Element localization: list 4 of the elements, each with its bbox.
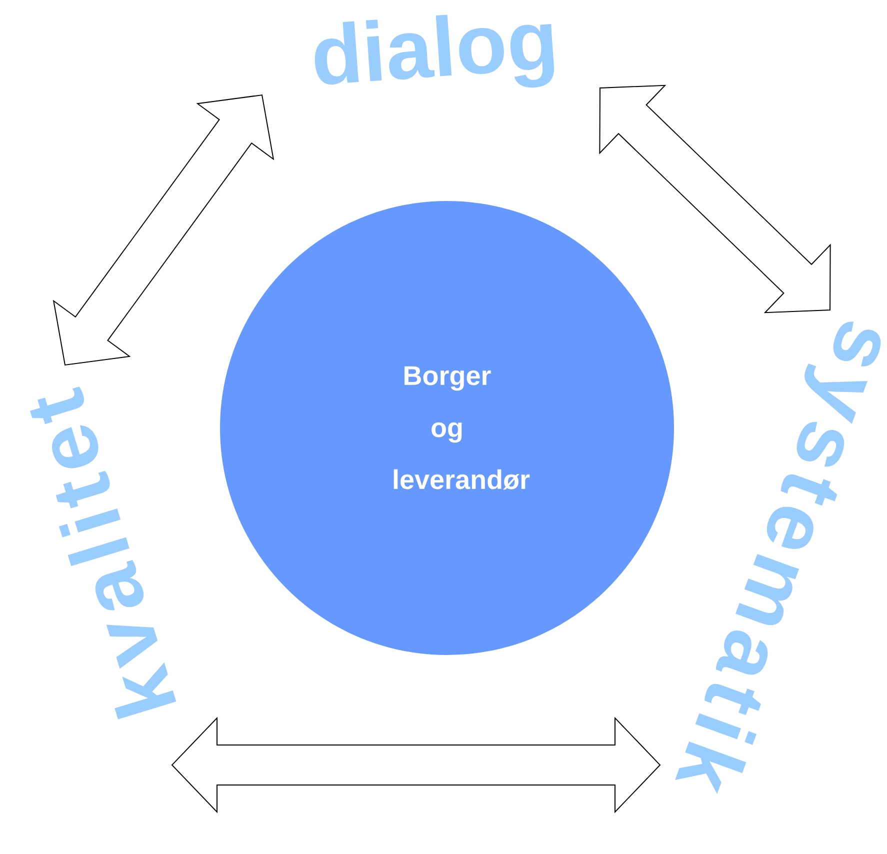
block-arrow [52, 94, 274, 366]
block-arrow [599, 84, 831, 314]
block-arrow [171, 716, 661, 814]
word-art-text: dialog [314, 14, 554, 88]
